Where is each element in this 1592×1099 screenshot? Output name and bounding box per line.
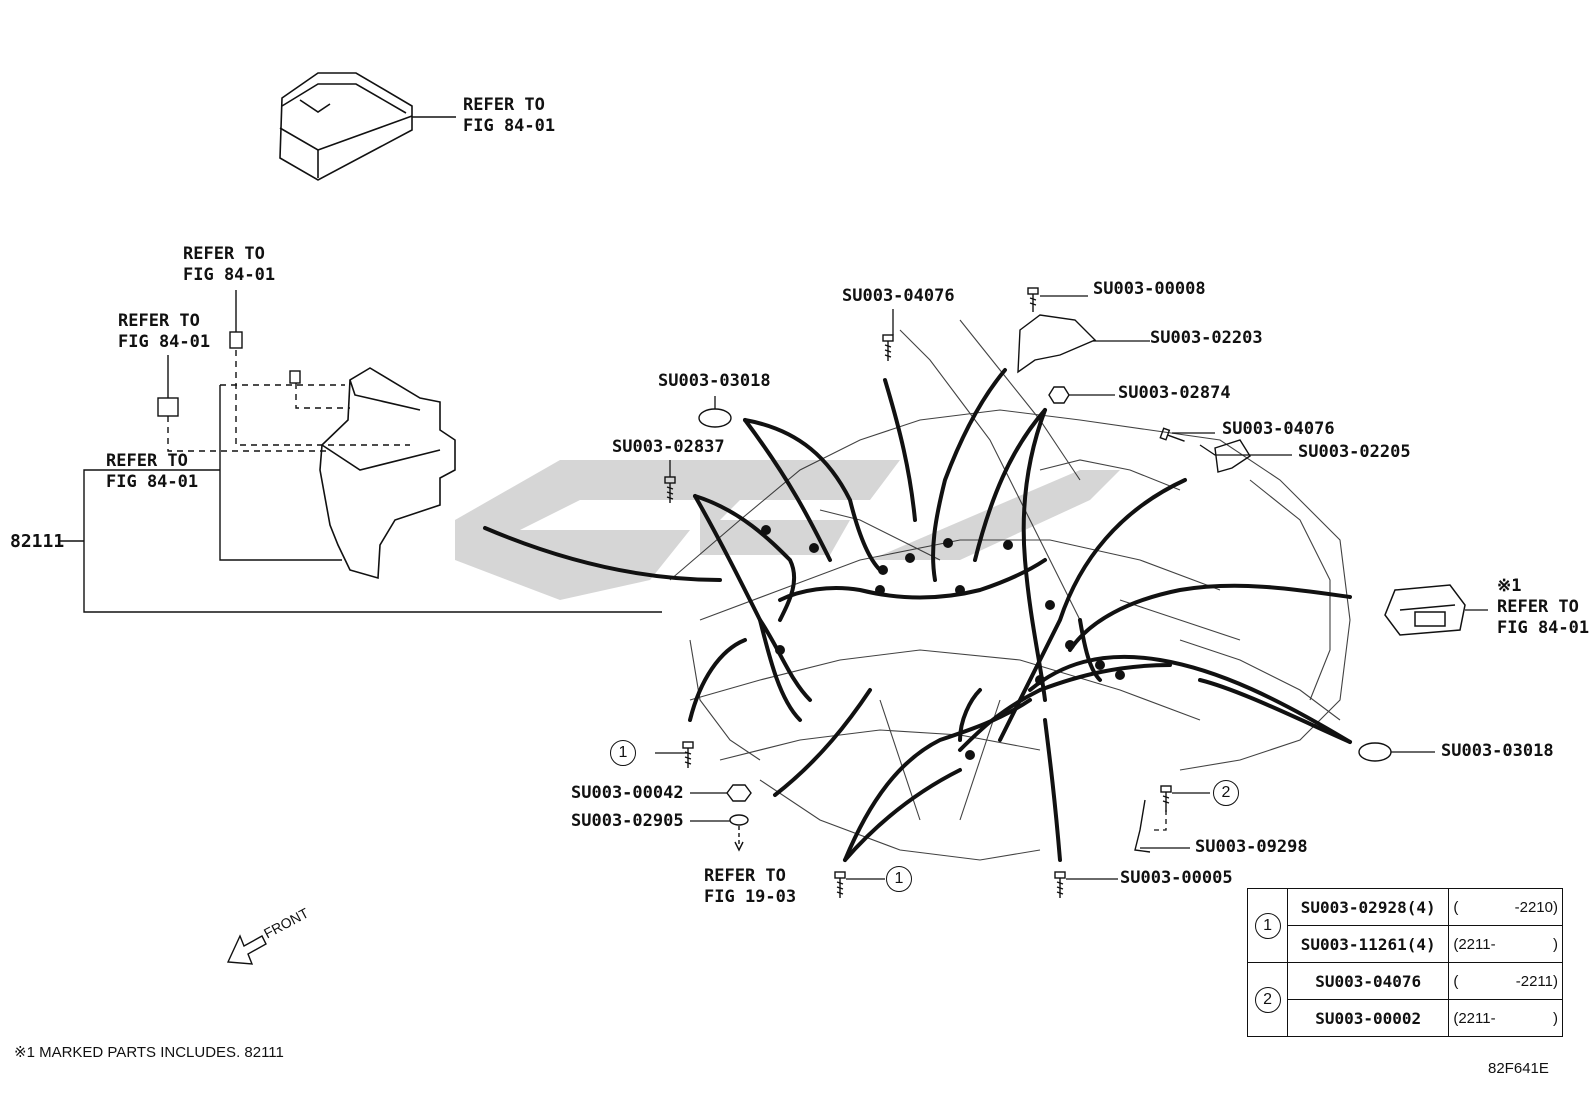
fuse-box-cover-icon [279, 72, 413, 181]
table-key-1: 1 [1246, 888, 1289, 963]
table-key-2: 2 [1246, 962, 1289, 1037]
table-range: (2211-) [1448, 999, 1563, 1037]
table-code: SU003-00002 [1287, 999, 1450, 1037]
leader-lines-left [60, 290, 662, 613]
table-code: SU003-02928(4) [1287, 888, 1450, 926]
ecu-mark: ※1 [1497, 576, 1522, 596]
table-row: SU003-00002 (2211-) [1248, 999, 1563, 1037]
part-label-su003-02205: SU003-02205 [1298, 442, 1411, 462]
washer-icon [729, 814, 749, 852]
part-number-82111: 82111 [10, 531, 65, 552]
front-arrow-icon [226, 934, 267, 965]
leader-lines [655, 295, 1488, 880]
engine-bay-outline [669, 319, 1351, 861]
part-label-su003-02874: SU003-02874 [1118, 383, 1231, 403]
parts-applicability-table: 1 SU003-02928(4) (-2210) SU003-11261(4) … [1246, 888, 1563, 1037]
table-row: 1 SU003-02928(4) (-2210) [1246, 888, 1563, 963]
footnote: ※1 MARKED PARTS INCLUDES. 82111 [14, 1044, 284, 1061]
table-range: (-2210) [1448, 888, 1563, 926]
junction-block-icon [319, 367, 456, 580]
callout-2-right: 2 [1213, 780, 1239, 806]
table-range: (2211-) [1448, 925, 1563, 963]
part-label-su003-02905: SU003-02905 [571, 811, 684, 831]
table-code: SU003-04076 [1287, 962, 1450, 1000]
table-range: (-2211) [1448, 962, 1563, 1000]
ecu-module-icon [1384, 584, 1466, 636]
wire-harness-icon [483, 368, 1352, 862]
table-code: SU003-11261(4) [1287, 925, 1450, 963]
part-label-su003-02203: SU003-02203 [1150, 328, 1263, 348]
part-label-su003-02837: SU003-02837 [612, 437, 725, 457]
part-label-su003-09298: SU003-09298 [1195, 837, 1308, 857]
callout-1-left: 1 [610, 740, 636, 766]
callout-1-bottom: 1 [886, 866, 912, 892]
figure-code: 82F641E [1488, 1060, 1549, 1077]
bracket-icon [1017, 314, 1251, 853]
part-label-su003-00042: SU003-00042 [571, 783, 684, 803]
table-row: 2 SU003-04076 (-2211) [1246, 962, 1563, 1037]
table-row: SU003-11261(4) (2211-) [1248, 925, 1563, 963]
part-label-su003-03018-left: SU003-03018 [658, 371, 771, 391]
harness-connectors [761, 525, 1125, 760]
part-label-su003-04076-right: SU003-04076 [1222, 419, 1335, 439]
bolt-icon [664, 287, 1185, 898]
part-label-su003-00008: SU003-00008 [1093, 279, 1206, 299]
part-label-su003-04076-top: SU003-04076 [842, 286, 955, 306]
part-label-su003-03018-right: SU003-03018 [1441, 741, 1554, 761]
part-label-su003-00005: SU003-00005 [1120, 868, 1233, 888]
